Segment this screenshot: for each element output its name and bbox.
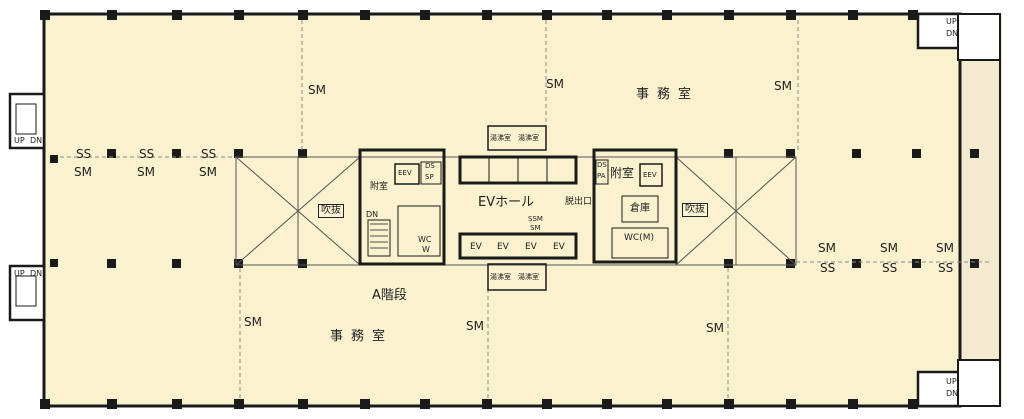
- floor-area: [44, 14, 1002, 406]
- ds-label: DS: [425, 162, 435, 170]
- ev-car-1: EV: [470, 242, 482, 252]
- ss-label: SS: [938, 261, 954, 275]
- ev-car-2: EV: [497, 242, 509, 252]
- sm-label: SM: [818, 241, 836, 255]
- ssm-label: SSM: [528, 215, 543, 223]
- right-terrace: [960, 14, 1002, 406]
- stair-dn-label: DN: [366, 210, 379, 219]
- columns-interior: [50, 149, 979, 268]
- wc-right-label: WC(M): [624, 233, 654, 243]
- outer-wall: [42, 12, 962, 408]
- sm-label: SM: [774, 79, 792, 93]
- office-north-label: 事務室: [636, 87, 700, 102]
- sm-label: SM: [137, 165, 155, 179]
- eev-right-label: EEV: [643, 171, 657, 179]
- ev-car-3: EV: [525, 242, 537, 252]
- shaft-label-4: 湯沸室: [518, 273, 539, 281]
- stair-dn-label: DN: [30, 269, 43, 278]
- eev-left-label: EEV: [398, 169, 412, 177]
- annex-left-label: 附室: [370, 182, 389, 192]
- stair-up-label: UP: [14, 136, 25, 145]
- sm-label: SM: [74, 165, 92, 179]
- sm-core-label: SM: [530, 224, 541, 232]
- core-left: [358, 148, 446, 266]
- ss-label: SS: [820, 261, 836, 275]
- wc-left-w-label: W: [422, 245, 430, 254]
- sm-label: SM: [244, 315, 262, 329]
- sm-label: SM: [546, 77, 564, 91]
- atrium-left-label: 吹抜: [318, 204, 344, 218]
- sm-label: SM: [308, 83, 326, 97]
- stair-right-upper: [916, 12, 1001, 61]
- office-south-label: 事務室: [330, 329, 394, 344]
- stair-left-upper: [8, 92, 46, 150]
- shaft-label-1: 湯沸室: [490, 134, 511, 142]
- stair-dn-label: DN: [946, 29, 959, 38]
- columns-top: [40, 10, 918, 20]
- sm-label: SM: [466, 319, 484, 333]
- sm-label: SM: [199, 165, 217, 179]
- sm-label: SM: [936, 241, 954, 255]
- ss-label: SS: [139, 147, 155, 161]
- sp-label: SP: [425, 173, 434, 181]
- sm-label: SM: [880, 241, 898, 255]
- stair-dn-label: DN: [946, 389, 959, 398]
- ev-core: [458, 125, 578, 291]
- atrium-right-label: 吹抜: [682, 203, 708, 217]
- stair-up-label: UP: [946, 17, 957, 26]
- stair-left-lower: [8, 264, 46, 322]
- stair-right-lower: [916, 359, 1001, 408]
- exit-label: 脱出口: [565, 197, 593, 207]
- stair-up-label: UP: [14, 269, 25, 278]
- stair-dn-label: DN: [30, 136, 43, 145]
- stair-a-label: A階段: [372, 288, 407, 303]
- core-right: [592, 148, 678, 264]
- ss-label: SS: [201, 147, 217, 161]
- annex-right-label: 附室: [610, 166, 635, 180]
- storage-label: 倉庫: [630, 203, 650, 214]
- ev-car-4: EV: [553, 242, 565, 252]
- wc-left-label: WC: [418, 235, 432, 244]
- sm-label: SM: [706, 321, 724, 335]
- ev-hall-label: EVホール: [478, 195, 535, 210]
- shaft-label-2: 湯沸室: [518, 134, 539, 142]
- stair-up-label: UP: [946, 377, 957, 386]
- ds-right-label: DS: [597, 161, 607, 169]
- corridor-lines: [60, 20, 990, 400]
- ss-label: SS: [882, 261, 898, 275]
- pa-right-label: PA: [597, 172, 606, 180]
- shaft-label-3: 湯沸室: [490, 273, 511, 281]
- columns-bottom: [40, 399, 918, 409]
- ss-label: SS: [76, 147, 92, 161]
